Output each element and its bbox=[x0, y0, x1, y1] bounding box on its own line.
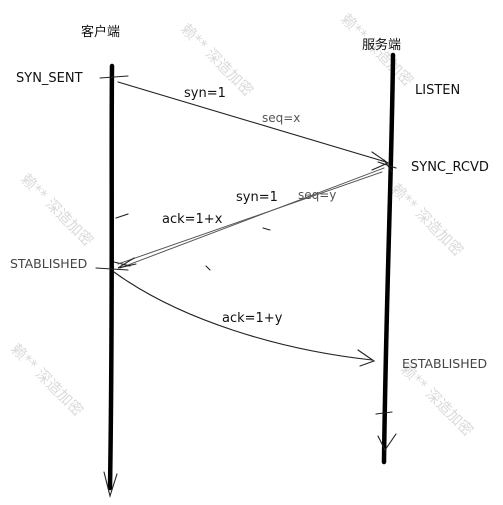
seq-label-1: seq=x bbox=[262, 111, 300, 125]
server-state-listen: LISTEN bbox=[415, 83, 460, 98]
syn-label-2: syn=1 bbox=[236, 190, 278, 205]
server-state-established: ESTABLISHED bbox=[402, 356, 487, 371]
client-title: 客户端 bbox=[81, 24, 120, 40]
server-title: 服务端 bbox=[362, 37, 401, 53]
stray-mark bbox=[262, 227, 271, 231]
watermark-text: 赖** 深造加密 bbox=[17, 170, 97, 250]
watermark-text: 赖** 深造加密 bbox=[387, 180, 467, 260]
watermark-text: 赖** 深造加密 bbox=[397, 360, 477, 440]
server-state-sync-rcvd: SYNC_RCVD bbox=[411, 160, 489, 175]
ack-arrow bbox=[113, 271, 376, 367]
syn-ack-arrow bbox=[117, 167, 385, 269]
client-timeline bbox=[99, 63, 131, 499]
server-timeline bbox=[375, 52, 397, 465]
client-state-syn-sent: SYN_SENT bbox=[16, 71, 83, 86]
syn-label-1: syn=1 bbox=[184, 86, 226, 101]
stray-mark bbox=[205, 265, 211, 271]
tick-mark bbox=[95, 267, 129, 271]
syn-arrow bbox=[117, 81, 390, 171]
ack-label-1: ack=1+x bbox=[162, 212, 223, 227]
watermark-text: 赖** 深造加密 bbox=[7, 340, 87, 420]
seq-label-2: seq=y bbox=[298, 188, 336, 202]
ack-label-2: ack=1+y bbox=[222, 311, 283, 326]
client-state-established: STABLISHED bbox=[10, 256, 87, 271]
